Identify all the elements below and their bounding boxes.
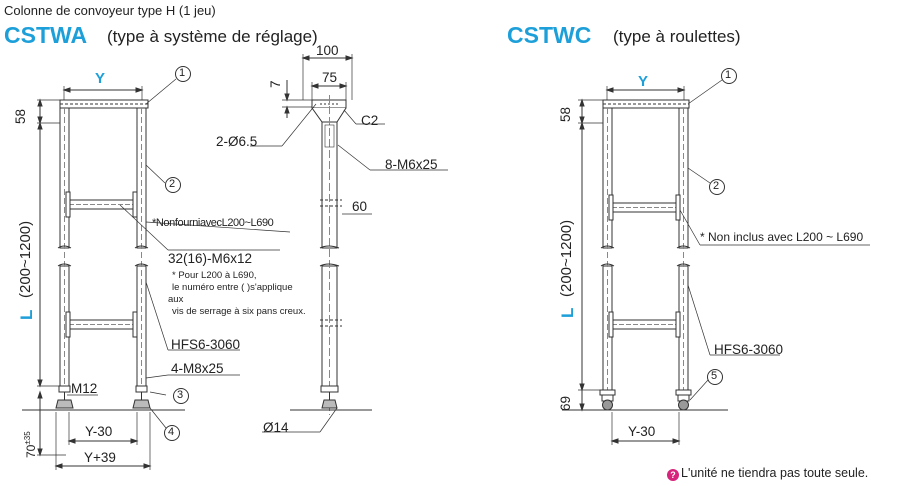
cstwa-note-nonfourni: *NonfourniavecL200~L690	[152, 217, 274, 229]
header-caption: Colonne de convoyeur type H (1 jeu)	[4, 3, 216, 18]
side-c2-label: C2	[361, 113, 379, 128]
side-m6-label: 8-M6x25	[385, 157, 438, 172]
cstwa-hfs-label: HFS6-3060	[171, 337, 241, 352]
cstwa-y30-label: Y-30	[85, 424, 113, 439]
side-dim-100: 100	[316, 43, 339, 58]
cstwa-callout-1: 1	[179, 67, 186, 79]
cstwc-hfs-label: HFS6-3060	[714, 342, 784, 357]
side-dim-7: 7	[268, 80, 283, 88]
cstwa-m8-label: 4-M8x25	[171, 361, 224, 376]
cstwa-y39-label: Y+39	[84, 450, 116, 465]
cstwc-type-subtitle: (type à roulettes)	[613, 27, 741, 46]
cstwa-dim-70: 70±35	[23, 431, 38, 458]
cstwc-dim-69: 69	[558, 395, 573, 411]
cstwa-l-range: (200~1200)	[17, 220, 34, 298]
cstwa-type-subtitle: (type à système de réglage)	[107, 27, 318, 46]
cstwc-callout-5: 5	[711, 370, 718, 382]
cstwa-model-title: CSTWA	[4, 22, 88, 48]
screw-note-line-1: * Pour L200 à L690,	[172, 270, 257, 281]
cstwc-callout-1: 1	[725, 69, 732, 81]
info-icon: ?	[667, 469, 679, 481]
cstwa-y-label: Y	[95, 70, 106, 87]
cstwa-dim-70-value: 70	[24, 444, 38, 458]
cstwa-screw-note: * Pour L200 à L690, le numéro entre ( )s…	[168, 270, 306, 318]
cstwc-note-noninclus: * Non inclus avec L200 ~ L690	[700, 230, 864, 244]
side-view	[250, 54, 448, 433]
screw-note-line-3: aux	[168, 294, 184, 305]
cstwa-dim-58: 58	[13, 108, 28, 124]
cstwc-l-label: L	[558, 307, 577, 318]
cstwc-callout-2: 2	[713, 180, 720, 192]
cstwc-y30-label: Y-30	[628, 424, 656, 439]
cstwc-l-range: (200~1200)	[558, 219, 575, 297]
side-dim-75: 75	[322, 70, 338, 85]
cstwa-screws-spec: 32(16)-M6x12	[168, 251, 253, 266]
cstwa-dim-70-tol: ±35	[23, 431, 32, 445]
screw-note-line-2: le numéro entre ( )s'applique	[172, 282, 293, 293]
footer-note-text: L'unité ne tiendra pas toute seule.	[681, 466, 869, 480]
cstwa-callout-2: 2	[169, 178, 176, 190]
side-holes-label: 2-Ø6.5	[216, 134, 258, 149]
cstwa-l-label: L	[17, 309, 36, 320]
footer-note: ?L'unité ne tiendra pas toute seule.	[667, 466, 868, 481]
cstwc-y-label: Y	[638, 73, 649, 90]
cstwa-callout-4: 4	[168, 426, 175, 438]
cstwa-callout-3: 3	[177, 389, 184, 401]
cstwc-front-view	[562, 68, 870, 445]
screw-note-line-4: vis de serrage à six pans creux.	[172, 306, 306, 317]
side-dim-60: 60	[352, 199, 368, 214]
cstwa-front-view	[22, 66, 291, 470]
cstwc-model-title: CSTWC	[507, 22, 592, 48]
side-d14-label: Ø14	[263, 420, 289, 435]
cstwc-dim-58: 58	[558, 106, 573, 122]
cstwa-m12-label: M12	[71, 381, 98, 396]
